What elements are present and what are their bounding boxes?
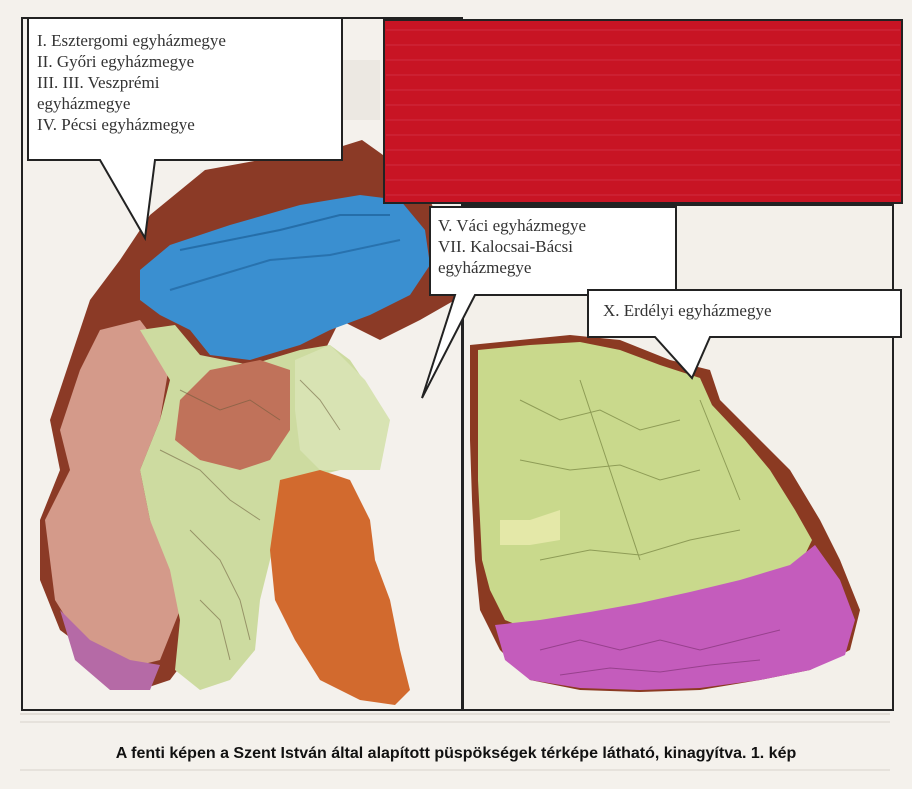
callout-middle-text: V. Váci egyházmegye VII. Kalocsai-Bácsi … bbox=[438, 215, 586, 278]
callout-left-line: III. III. Veszprémi bbox=[37, 73, 160, 92]
redaction-box bbox=[383, 19, 903, 204]
region-green-east bbox=[295, 345, 390, 470]
callout-box-right bbox=[587, 289, 902, 380]
callout-right-text: X. Erdélyi egyházmegye bbox=[603, 300, 772, 321]
callout-left-line: IV. Pécsi egyházmegye bbox=[37, 115, 195, 134]
callout-left-line: egyházmegye bbox=[37, 94, 131, 113]
region-carpathians-magenta bbox=[495, 545, 855, 690]
figure-caption: A fenti képen a Szent István által alapí… bbox=[115, 745, 797, 762]
callout-box-middle bbox=[421, 206, 677, 399]
region-southwest-purple bbox=[60, 610, 160, 690]
callout-left-line: I. Esztergomi egyházmegye bbox=[37, 31, 226, 50]
region-rust bbox=[175, 360, 290, 470]
callout-middle-line: V. Váci egyházmegye bbox=[438, 216, 587, 235]
callout-middle-line: VII. Kalocsai-Bácsi bbox=[438, 237, 574, 256]
region-blue bbox=[140, 195, 430, 360]
region-orange bbox=[270, 470, 410, 705]
callout-right-line: X. Erdélyi egyházmegye bbox=[603, 301, 772, 320]
callout-left-text: I. Esztergomi egyházmegye II. Győri egyh… bbox=[37, 30, 226, 135]
callout-middle-line: egyházmegye bbox=[438, 258, 532, 277]
callout-left-line: II. Győri egyházmegye bbox=[37, 52, 195, 71]
left-map-panel bbox=[21, 17, 463, 711]
region-west-pink bbox=[45, 320, 180, 670]
region-transylvania-green bbox=[478, 342, 812, 630]
callout-box-left bbox=[27, 17, 343, 242]
